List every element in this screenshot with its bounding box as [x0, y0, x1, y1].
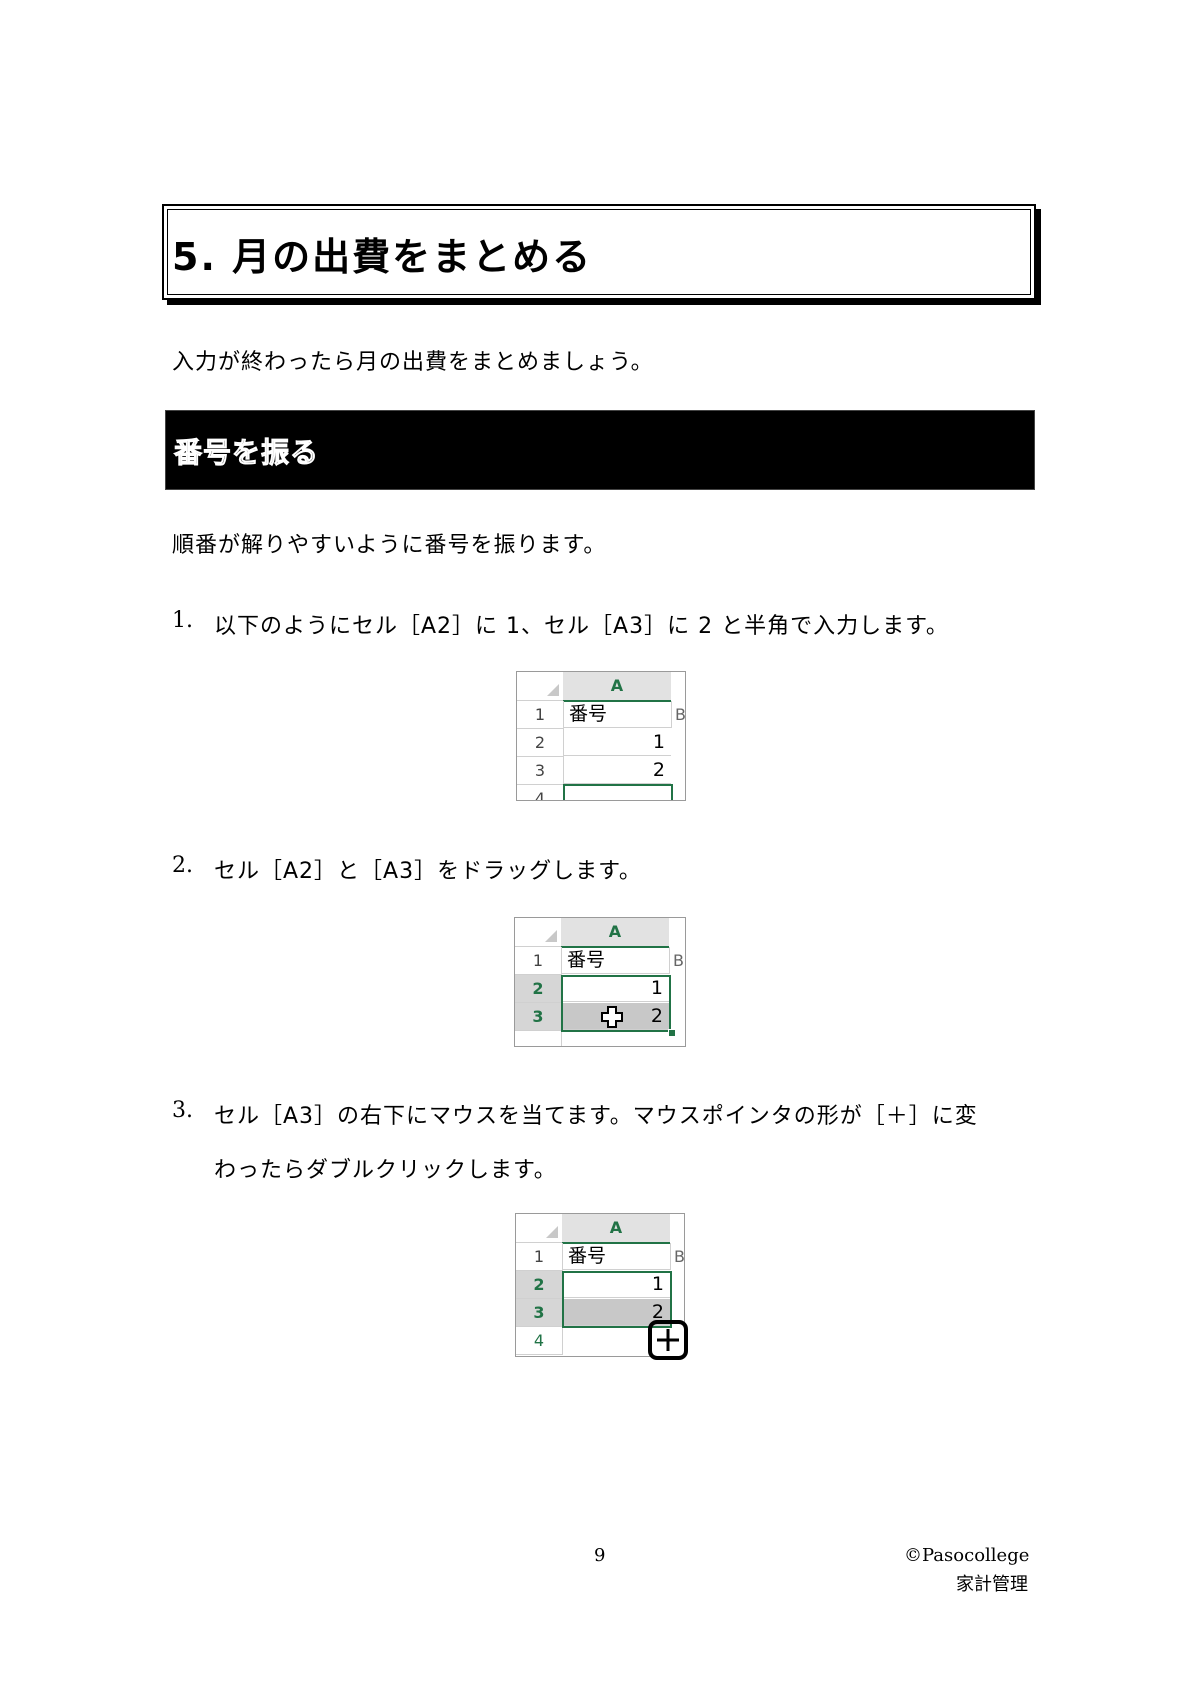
row-header-selected: 2 [516, 1271, 564, 1299]
column-header-a: A [561, 918, 669, 948]
row-header: 1 [516, 1243, 563, 1271]
row-header-selected: 3 [515, 1003, 563, 1031]
cell-a2: 1 [562, 1271, 670, 1298]
chapter-title-box: 5. 月の出費をまとめる [162, 204, 1036, 300]
intro-text: 入力が終わったら月の出費をまとめましょう。 [172, 350, 654, 375]
copyright: ©Pasocollege [904, 1545, 1030, 1566]
select-all-corner [517, 672, 564, 701]
row-header: 3 [517, 757, 564, 785]
column-header-a: A [563, 672, 671, 702]
cell-a1: 番号 [562, 1243, 670, 1270]
cell-a2: 1 [563, 729, 671, 756]
step-2-number: 2. [172, 853, 193, 878]
step-3-number: 3. [172, 1098, 193, 1123]
section-heading: 番号を振る [173, 436, 320, 470]
cell-a2: 1 [561, 975, 669, 1002]
row-header: 1 [517, 701, 564, 729]
selection-range-border [561, 975, 671, 1032]
step-3-text-line2: わったらダブルクリックします。 [214, 1158, 557, 1183]
sheet-snippet-3: A 1 2 3 4 番号 1 2 B [515, 1213, 688, 1360]
step-3-text-line1: セル［A3］の右下にマウスを当てます。マウスポインタの形が［＋］に変 [214, 1104, 978, 1129]
page-number: 9 [594, 1545, 606, 1566]
active-cell-border [563, 784, 673, 800]
section-intro-text: 順番が解りやすいように番号を振ります。 [172, 533, 607, 558]
row-header: 2 [517, 729, 564, 757]
column-b-edge: B [671, 701, 685, 728]
column-header-a: A [562, 1214, 670, 1244]
chapter-title: 5. 月の出費をまとめる [172, 235, 593, 279]
cell-a1: 番号 [563, 701, 671, 728]
row-header: 4 [516, 1327, 563, 1355]
row-header-selected: 2 [515, 975, 563, 1003]
select-all-corner [515, 918, 562, 947]
cell-a3: 2 [563, 757, 671, 784]
fill-handle [668, 1029, 676, 1037]
row-header [515, 1031, 562, 1046]
select-all-corner [516, 1214, 563, 1243]
sheet-snippet-2: A 1 2 3 番号 1 2 B [514, 917, 686, 1047]
row-header: 1 [515, 947, 562, 975]
column-b-edge: B [669, 947, 685, 974]
cell-a1: 番号 [561, 947, 669, 974]
fill-cross-cursor-icon [648, 1320, 688, 1360]
selection-range-border [562, 1271, 672, 1328]
row-header-selected: 3 [516, 1299, 564, 1327]
white-cross-cursor-icon [601, 1006, 623, 1028]
section-heading-bar: 番号を振る [165, 410, 1035, 490]
step-2-text: セル［A2］と［A3］をドラッグします。 [214, 859, 642, 884]
footer-subtitle: 家計管理 [956, 1574, 1028, 1595]
step-1-text: 以下のようにセル［A2］に 1、セル［A3］に 2 と半角で入力します。 [214, 614, 949, 639]
column-b-edge: B [670, 1243, 684, 1270]
row-header: 4 [517, 785, 564, 800]
sheet-snippet-1: A 1 2 3 4 番号 1 2 B [516, 671, 686, 801]
step-1-number: 1. [172, 608, 193, 633]
